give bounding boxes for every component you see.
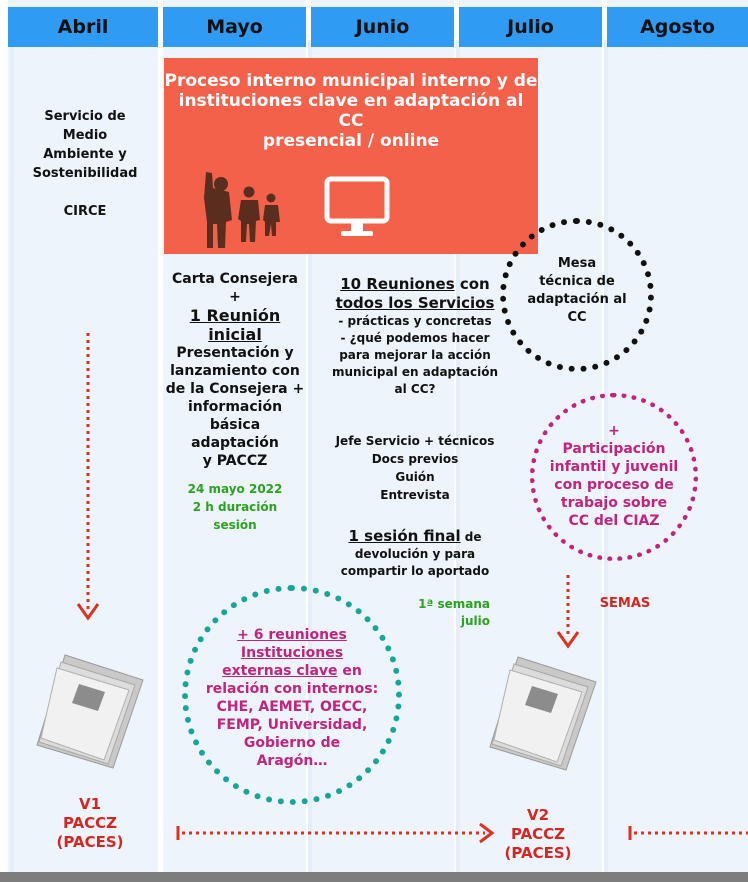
v2-arrowhead (556, 631, 580, 649)
actor-line: Sostenibilidad (32, 166, 138, 181)
reunion-inicial-title: inicial (208, 325, 262, 344)
reuniones-bullet: para mejorar la acción (339, 348, 491, 362)
month-header-agosto: Agosto (607, 7, 748, 47)
final-session-block: 1 sesión final de devolución y para comp… (322, 528, 508, 580)
mesa-tecnica-text: Mesa técnica de adaptación al CC (527, 256, 627, 325)
process-title-line: presencial / online (262, 131, 440, 151)
process-title-line: instituciones clave en adaptación al CC (178, 91, 524, 131)
carta-desc-line: de la Consejera + (165, 381, 305, 397)
carta-desc-line: lanzamiento con (170, 363, 300, 379)
column-divider (10, 40, 14, 872)
reuniones-bullet: - ¿qué podemos hacer (340, 331, 490, 345)
participacion-text: + Participación infantil y juvenil con p… (549, 423, 679, 529)
process-box: Proceso interno municipal interno y de i… (164, 58, 538, 254)
month-header-mayo: Mayo (163, 7, 306, 47)
final-session-date: 1ª semana julio (418, 597, 490, 628)
carta-date-line: 2 h duración (192, 500, 278, 514)
method-line: Jefe Servicio + técnicos (335, 434, 495, 448)
externas-text: + 6 reuniones Instituciones externas cla… (205, 627, 379, 769)
v1-arrowhead (76, 603, 100, 621)
method-line: Entrevista (380, 488, 450, 502)
method-block: Jefe Servicio + técnicos Docs previos Gu… (322, 432, 508, 504)
column-divider (308, 40, 312, 872)
carta-date-line: 24 mayo 2022 (187, 482, 283, 496)
process-title: Proceso interno municipal interno y de i… (164, 71, 538, 151)
reuniones-bullet: al CC? (394, 382, 436, 396)
reuniones-title: 10 Reuniones con (340, 275, 490, 293)
reunion-inicial-title: 1 Reunión (189, 306, 281, 325)
month-header-junio: Junio (311, 7, 454, 47)
actor-line: Ambiente y (43, 147, 127, 162)
mesa-tecnica-circle (500, 218, 654, 372)
bottom-bar (0, 872, 748, 882)
v1-label: V1 PACCZ (PACES) (56, 795, 124, 851)
people-icon (204, 172, 280, 248)
carta-title: Carta Consejera (172, 271, 298, 287)
actors-block: Servicio de Medio Ambiente y Sostenibili… (20, 107, 150, 221)
final-session-line: devolución y para (354, 547, 476, 561)
actor-circe: CIRCE (63, 204, 107, 219)
document-icon (489, 656, 597, 771)
externas-circle (182, 585, 402, 805)
actor-line: Servicio de (44, 109, 126, 124)
method-line: Docs previos (371, 452, 459, 466)
carta-date-line: sesión (213, 518, 257, 532)
carta-desc-line: y PACCZ (202, 453, 268, 469)
reuniones-bullet: - prácticas y concretas (338, 314, 492, 328)
column-divider (456, 40, 460, 872)
participacion-circle (530, 393, 698, 561)
semas-label: SEMAS (599, 596, 651, 611)
reuniones-block: 10 Reuniones con todos los Servicios - p… (322, 275, 508, 398)
v2-label: V2 PACCZ (PACES) (504, 806, 572, 862)
final-session-title: 1 sesión final de (348, 527, 482, 545)
method-line: Guión (395, 470, 435, 484)
month-header-abril: Abril (8, 7, 158, 47)
reuniones-subtitle: todos los Servicios (335, 294, 495, 312)
monitor-icon (324, 176, 390, 236)
carta-desc-line: básica adaptación (191, 417, 279, 451)
document-icon (36, 654, 144, 769)
month-header-julio: Julio (459, 7, 602, 47)
process-title-line: Proceso interno municipal interno y de (164, 71, 538, 91)
carta-block: Carta Consejera + 1 Reunión inicial Pres… (165, 270, 305, 534)
carta-desc-line: Presentación y (176, 345, 294, 361)
timeline-arrowhead (479, 822, 495, 844)
final-session-line: compartir lo aportado (340, 564, 490, 578)
carta-desc-line: información (187, 399, 283, 415)
carta-plus: + (229, 289, 241, 305)
actor-line: Medio (62, 128, 108, 143)
reuniones-bullet: municipal en adaptación (332, 365, 498, 379)
